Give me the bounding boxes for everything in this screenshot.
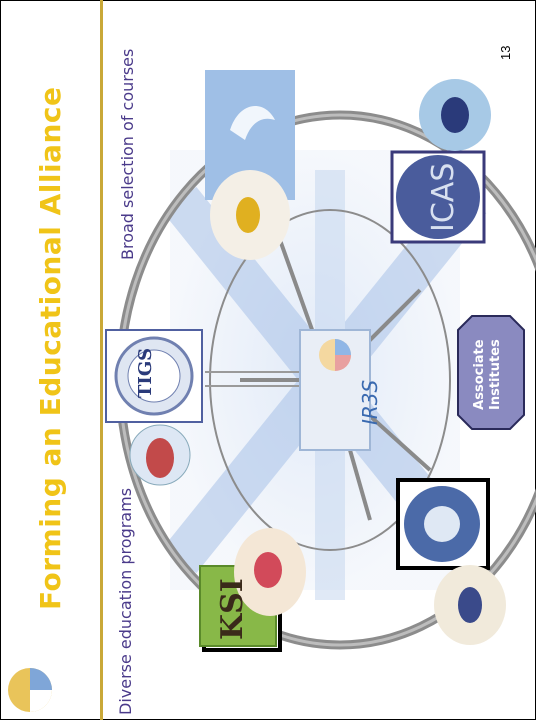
subtitle-right: Broad selection of courses bbox=[118, 48, 137, 260]
tigs-label: TIGS bbox=[135, 347, 156, 398]
associate-institutes-node bbox=[457, 315, 525, 430]
person-figure-3 bbox=[210, 170, 290, 260]
person-figure-2 bbox=[234, 528, 306, 616]
shell-logo bbox=[205, 70, 295, 200]
corner-logo bbox=[8, 668, 52, 712]
ir3s-label: IR3S bbox=[358, 379, 382, 425]
subtitle-left: Diverse education programs bbox=[116, 487, 135, 715]
icas-logo bbox=[390, 150, 486, 244]
person-figure-5 bbox=[434, 565, 506, 645]
associate-line1: Associate bbox=[472, 339, 487, 410]
associate-label: Associate Institutes bbox=[472, 339, 504, 410]
ir3s-hub bbox=[299, 329, 371, 451]
inner-ring bbox=[209, 209, 451, 551]
person-figure-1 bbox=[129, 424, 191, 486]
tigs-logo bbox=[105, 329, 203, 423]
associate-line2: Institutes bbox=[488, 339, 503, 410]
person-figure-4 bbox=[419, 79, 491, 151]
title-divider bbox=[100, 0, 103, 720]
ksi-label: KSI bbox=[215, 578, 250, 640]
icas-label: ICAS bbox=[426, 162, 461, 232]
slide-title: Forming an Educational Alliance bbox=[34, 86, 67, 610]
seal-logo bbox=[396, 478, 490, 570]
tigs-connector bbox=[205, 371, 300, 387]
page-number: 13 bbox=[498, 45, 513, 60]
